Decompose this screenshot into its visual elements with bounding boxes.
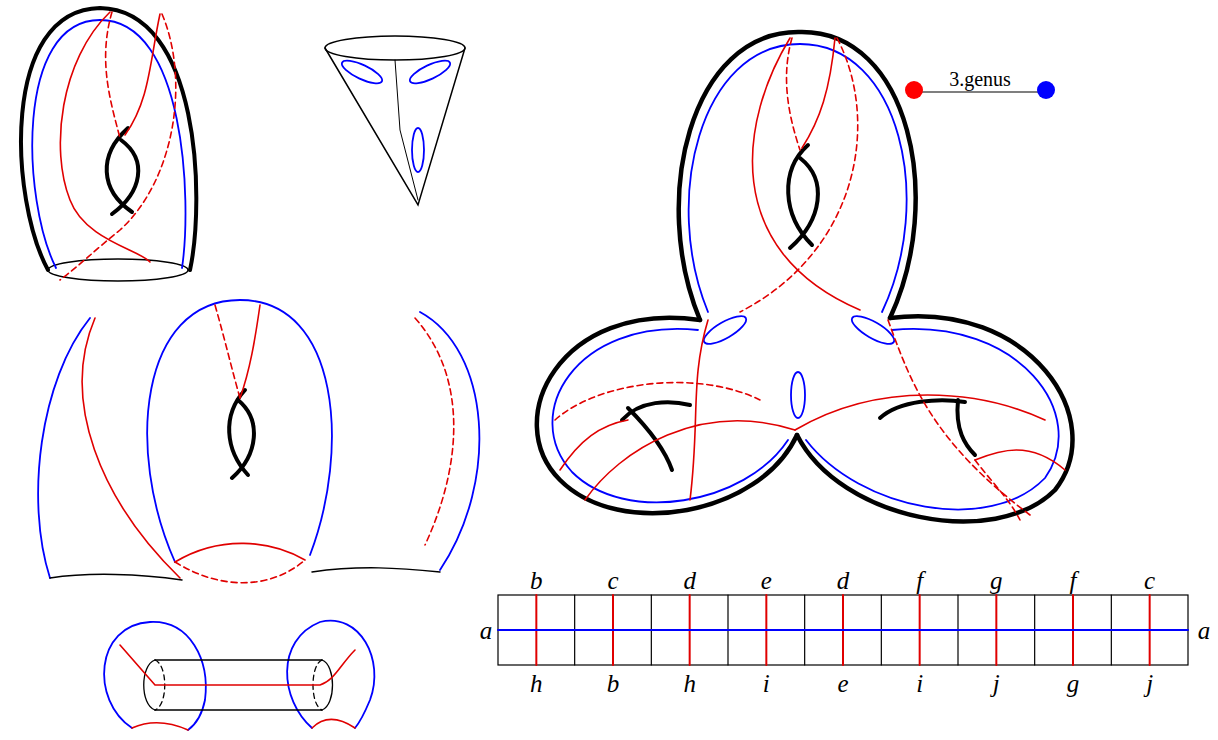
edge-letter: h: [683, 671, 696, 696]
edge-letter: e: [837, 671, 848, 696]
edge-letter: i: [763, 671, 770, 696]
edge-letter: e: [761, 568, 772, 593]
edge-letter: c: [607, 568, 618, 593]
edge-letter: g: [1067, 671, 1080, 696]
edge-letter: h: [530, 671, 543, 696]
grid-line: [498, 629, 1188, 631]
edge-letter: d: [683, 568, 696, 593]
edge-letter: g: [990, 568, 1003, 593]
edge-letter: b: [607, 671, 620, 696]
edge-letter: a: [480, 618, 493, 643]
edge-letter: c: [1144, 568, 1155, 593]
genus-label: 3.genus: [949, 69, 1011, 89]
edge-letter: d: [837, 568, 850, 593]
edge-letter: i: [916, 671, 923, 696]
edge-letter: j: [1146, 671, 1153, 696]
edge-letter: j: [993, 671, 1000, 696]
edge-letter: f: [916, 568, 923, 593]
grid-line: [498, 630, 1188, 631]
edge-letter: f: [1070, 568, 1077, 593]
edge-letter: a: [1198, 618, 1211, 643]
edge-letter: b: [530, 568, 543, 593]
